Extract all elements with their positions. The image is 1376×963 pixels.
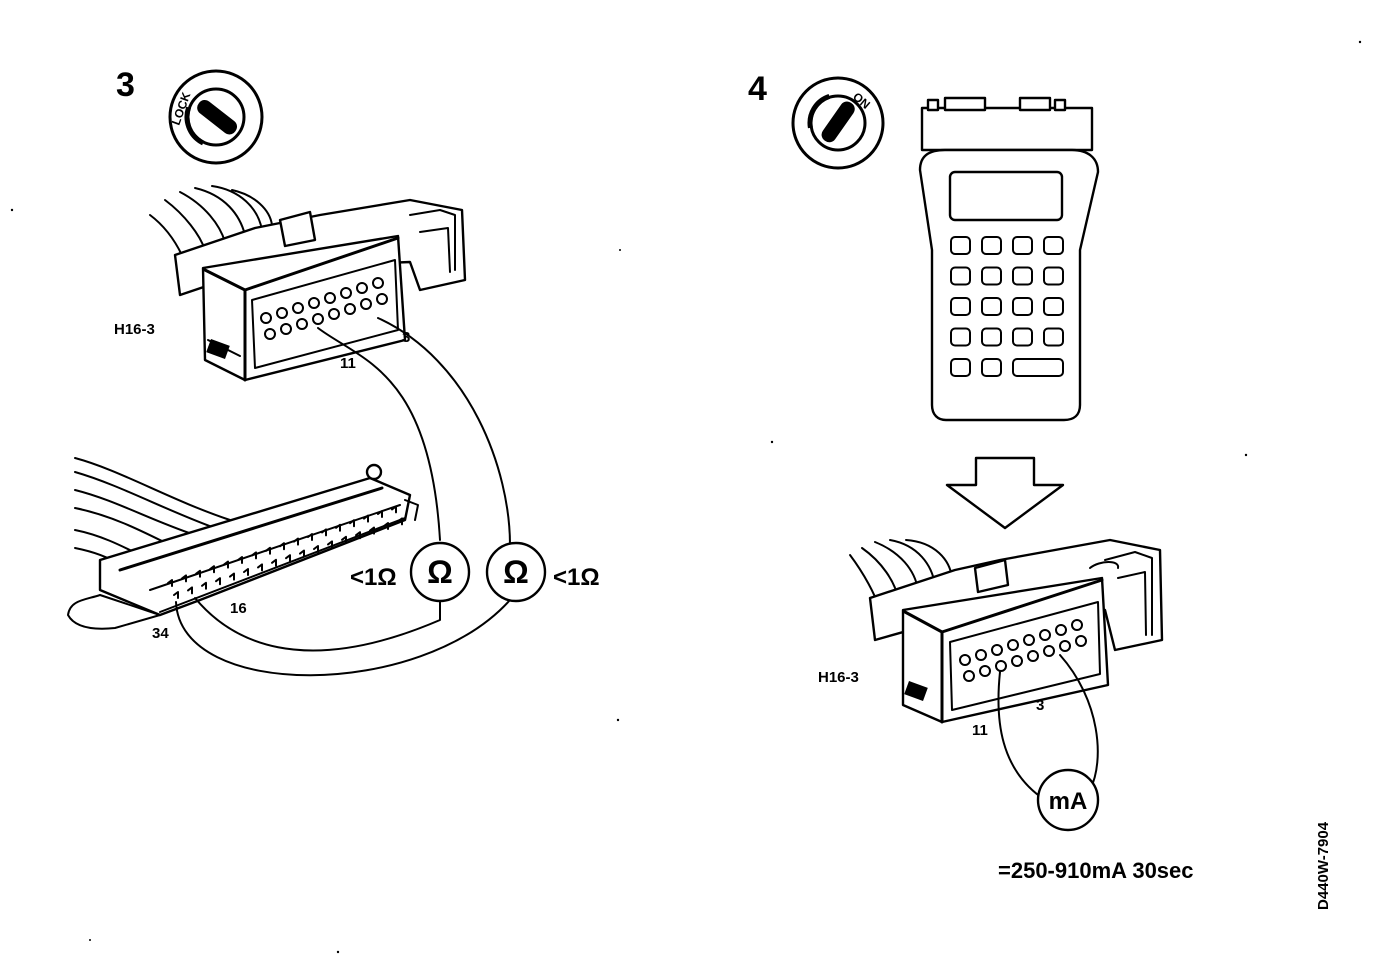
ignition-switch-lock-icon: LOCK	[168, 69, 264, 165]
pin-11-label-step4: 11	[972, 722, 988, 739]
current-spec: =250-910mA 30sec	[998, 858, 1194, 883]
tester-enter-key	[1012, 358, 1064, 377]
ecu-pin	[215, 577, 221, 586]
ecu-pin	[327, 540, 333, 549]
ohm-reading-2: <1Ω	[553, 564, 600, 591]
diagnostic-tester-icon	[918, 96, 1100, 422]
pin-3-label-step4: 3	[1036, 697, 1044, 714]
ecu-pin	[265, 546, 271, 555]
tester-key	[950, 358, 971, 377]
ecu-pin	[243, 568, 249, 576]
step-3: 3 LOCK	[67, 66, 600, 677]
ecu-pin	[397, 517, 403, 526]
tester-key	[950, 236, 971, 255]
tester-key	[981, 297, 1002, 316]
ecu-pin	[229, 572, 235, 581]
pin-3-label-step3: 3	[402, 329, 410, 346]
tester-key	[1012, 266, 1033, 286]
ecu-pin	[251, 551, 257, 560]
ecu-pin	[307, 533, 313, 541]
connector-label-step4: H16-3	[818, 669, 859, 686]
ecu-pin	[383, 522, 389, 530]
step-4-number: 4	[748, 70, 767, 108]
tester-key	[1043, 297, 1064, 316]
ecu-pin	[201, 581, 207, 590]
ecu-pin-34-label: 34	[152, 625, 169, 642]
tester-key	[950, 297, 971, 316]
ecu-pin	[363, 514, 369, 523]
ecu-pin	[257, 563, 263, 572]
ecu-pin	[299, 549, 305, 558]
tester-key	[950, 327, 971, 347]
tester-key	[1012, 327, 1033, 347]
connector-label-step3: H16-3	[114, 321, 155, 338]
test-lead-pin3	[377, 317, 511, 546]
ohmmeter-1-symbol: Ω	[427, 554, 453, 590]
ecu-pin	[341, 535, 347, 544]
ignition-switch-on-icon: ON	[791, 76, 885, 170]
ammeter-symbol: mA	[1049, 788, 1088, 815]
pin-11-label-step3: 11	[340, 355, 356, 372]
ecu-connector-icon	[67, 457, 419, 630]
tester-key	[981, 266, 1002, 286]
ecu-pin	[237, 556, 243, 564]
down-arrow-icon	[945, 456, 1065, 530]
ecu-pin-16-label: 16	[230, 600, 247, 617]
figure-reference: D440W-7904	[1315, 821, 1332, 910]
ecu-pin	[313, 545, 319, 553]
ohmmeter-icon: Ω	[485, 541, 547, 603]
ecu-pin	[271, 558, 277, 567]
ecu-pin	[355, 531, 361, 540]
ecu-pin	[187, 586, 193, 595]
ohmmeter-icon: Ω	[409, 541, 471, 603]
ecu-pin	[391, 505, 397, 514]
ecu-pin	[335, 523, 341, 532]
ammeter-icon: mA	[1036, 768, 1100, 832]
tester-key	[981, 327, 1002, 347]
connector-icon	[849, 538, 1164, 724]
scan-specks	[10, 40, 1362, 954]
test-lead-pin11	[317, 327, 441, 541]
ecu-pin	[377, 510, 383, 518]
tester-key	[950, 266, 971, 286]
ammeter-lead-pin11	[997, 671, 1046, 801]
step-3-number: 3	[116, 66, 135, 104]
ohmmeter-2-symbol: Ω	[503, 554, 529, 590]
test-lead-pin16	[194, 597, 441, 652]
ecu-pin	[321, 528, 327, 537]
ecu-pin	[195, 569, 201, 578]
tester-key	[981, 236, 1002, 255]
tester-key	[1043, 266, 1064, 286]
tester-key	[1043, 327, 1064, 347]
ecu-pin	[167, 579, 173, 587]
ecu-pin	[181, 574, 187, 583]
ecu-pin	[349, 519, 355, 528]
tester-key	[981, 358, 1002, 377]
tester-key	[1012, 297, 1033, 316]
ecu-pin	[285, 554, 291, 563]
ecu-pin	[223, 560, 229, 569]
test-lead-pin34	[175, 599, 511, 677]
tester-key	[1012, 236, 1033, 255]
ecu-pin	[369, 526, 375, 535]
ecu-pin	[279, 542, 285, 551]
tester-key	[1043, 236, 1064, 255]
ohm-reading-1: <1Ω	[350, 564, 397, 591]
ecu-pin	[173, 591, 179, 599]
connector-icon	[149, 185, 467, 382]
ecu-pin	[293, 537, 299, 546]
step-4: 4 ON	[748, 70, 1194, 883]
ammeter-lead-pin3	[1059, 654, 1099, 791]
ecu-pin	[209, 565, 215, 574]
